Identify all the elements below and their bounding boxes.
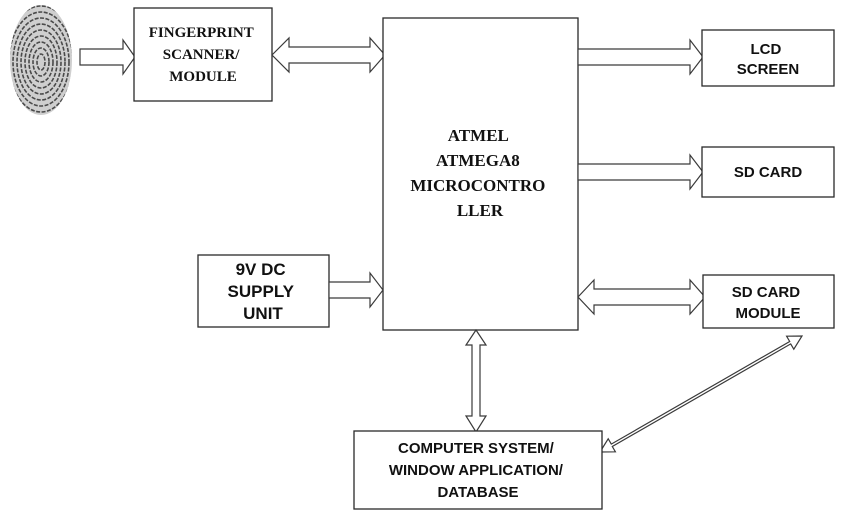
svg-text:ATMEL ATMEGA8 MICROCON: ATMEL ATMEGA8 MICROCONTRO LLER	[410, 126, 549, 220]
computer-system-label: COMPUTER SYSTEM/	[398, 440, 555, 457]
arrow-microcontroller-sd-card-module	[577, 278, 706, 316]
sd-card-module-block	[702, 274, 835, 329]
fingerprint-scanner-label: MODULE	[169, 69, 237, 85]
computer-system-block	[353, 430, 603, 510]
microcontroller-label: ATMEL	[448, 126, 509, 145]
power-supply-label: UNIT	[243, 304, 283, 323]
lcd-screen-label: SCREEN	[737, 61, 800, 78]
sd-card-module-label: SD CARD	[732, 284, 801, 301]
fingerprint-scanner-label: SCANNER/	[163, 47, 241, 63]
arrow-power-to-microcontroller	[328, 271, 384, 309]
computer-system-label: DATABASE	[437, 484, 518, 501]
power-supply-label: SUPPLY	[228, 282, 295, 301]
microcontroller-label: ATMEGA8	[436, 151, 520, 170]
sd-card-module-label: MODULE	[736, 305, 801, 322]
microcontroller-label: MICROCONTRO	[410, 176, 545, 195]
svg-text:COMPUTER SYSTEM/ WINDOW AP: COMPUTER SYSTEM/ WINDOW APPLICATION/ DAT…	[389, 440, 567, 501]
lcd-screen-block	[701, 29, 835, 87]
fingerprint-scanner-label: FINGERPRINT	[149, 25, 254, 41]
svg-text:9V DC SUPPLY UNIT: 9V DC SUPPLY UNIT	[228, 260, 299, 323]
svg-text:SD CARD: SD CARD	[734, 164, 803, 181]
arrow-sd-card-module-computer	[598, 335, 804, 453]
svg-text:SD CARD MODULE: SD CARD MODULE	[732, 284, 805, 322]
computer-system-label: WINDOW APPLICATION/	[389, 462, 564, 479]
microcontroller-label: LLER	[457, 201, 504, 220]
fingerprint-scanner-block	[133, 7, 273, 102]
sd-card-block	[701, 146, 835, 198]
arrow-microcontroller-to-sd-card	[577, 153, 704, 191]
arrow-microcontroller-to-lcd	[577, 38, 704, 76]
arrow-microcontroller-computer	[464, 328, 488, 434]
svg-text:LCD SCREEN: LCD SCREEN	[737, 41, 800, 78]
arrow-fingerprint-to-scanner	[79, 38, 136, 76]
fingerprint-icon	[10, 5, 72, 115]
power-supply-label: 9V DC	[236, 260, 286, 279]
sd-card-label: SD CARD	[734, 164, 803, 181]
lcd-screen-label: LCD	[751, 41, 782, 58]
microcontroller-block	[382, 17, 579, 331]
arrow-scanner-microcontroller	[271, 36, 386, 74]
svg-text:FINGERPRINT SCANNER/ M: FINGERPRINT SCANNER/ MODULE	[149, 25, 258, 85]
